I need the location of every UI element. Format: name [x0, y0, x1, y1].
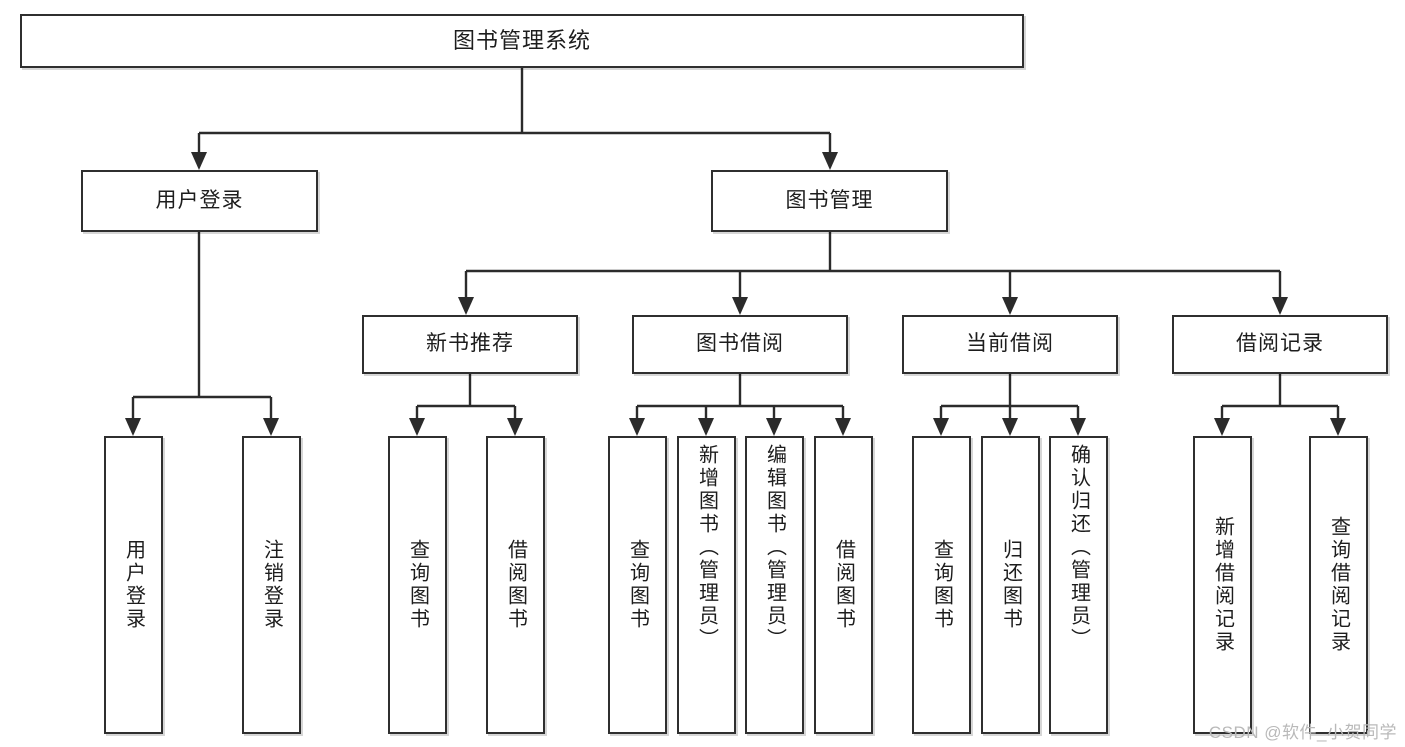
- node-book-management[interactable]: 图书管理: [711, 170, 948, 232]
- node-label: 当前借阅: [966, 332, 1054, 356]
- leaf-query-book-recommend[interactable]: 查询图书: [388, 436, 447, 734]
- node-label: 归还图书: [999, 539, 1022, 631]
- node-label: 查询图书: [626, 539, 649, 631]
- node-label: 图书管理: [785, 188, 874, 212]
- node-user-login[interactable]: 用户登录: [81, 170, 318, 232]
- node-book-borrow[interactable]: 图书借阅: [632, 315, 848, 374]
- node-current-borrow[interactable]: 当前借阅: [902, 315, 1118, 374]
- node-borrow-record[interactable]: 借阅记录: [1172, 315, 1388, 374]
- node-label: 新增借阅记录: [1211, 516, 1234, 654]
- leaf-add-book-admin[interactable]: 新增图书（管理员）: [677, 436, 736, 734]
- node-label: 查询借阅记录: [1327, 516, 1350, 654]
- node-label: 借阅图书: [832, 539, 855, 631]
- node-label: 查询图书: [930, 539, 953, 631]
- leaf-return-book[interactable]: 归还图书: [981, 436, 1040, 734]
- node-label: 图书管理系统: [452, 28, 591, 54]
- node-new-book-recommend[interactable]: 新书推荐: [362, 315, 578, 374]
- leaf-query-borrow-record[interactable]: 查询借阅记录: [1309, 436, 1368, 734]
- leaf-edit-book-admin[interactable]: 编辑图书（管理员）: [745, 436, 804, 734]
- node-label: 查询图书: [406, 539, 429, 631]
- node-label: 确认归还（管理员）: [1067, 444, 1090, 651]
- leaf-query-book-borrow[interactable]: 查询图书: [608, 436, 667, 734]
- leaf-borrow-book-recommend[interactable]: 借阅图书: [486, 436, 545, 734]
- leaf-user-login[interactable]: 用户登录: [104, 436, 163, 734]
- node-label: 新增图书（管理员）: [695, 444, 718, 651]
- node-root-system[interactable]: 图书管理系统: [20, 14, 1024, 68]
- csdn-watermark: CSDN @软件_小贺同学: [1208, 723, 1397, 742]
- leaf-query-book-current[interactable]: 查询图书: [912, 436, 971, 734]
- leaf-logout[interactable]: 注销登录: [242, 436, 301, 734]
- node-label: 编辑图书（管理员）: [763, 444, 786, 651]
- node-label: 图书借阅: [696, 332, 784, 356]
- node-label: 借阅图书: [504, 539, 527, 631]
- leaf-borrow-book[interactable]: 借阅图书: [814, 436, 873, 734]
- leaf-confirm-return-admin[interactable]: 确认归还（管理员）: [1049, 436, 1108, 734]
- node-label: 注销登录: [260, 539, 283, 631]
- node-label: 用户登录: [122, 539, 145, 631]
- node-label: 用户登录: [155, 188, 244, 212]
- node-label: 借阅记录: [1236, 332, 1324, 356]
- node-label: 新书推荐: [426, 332, 514, 356]
- leaf-add-borrow-record[interactable]: 新增借阅记录: [1193, 436, 1252, 734]
